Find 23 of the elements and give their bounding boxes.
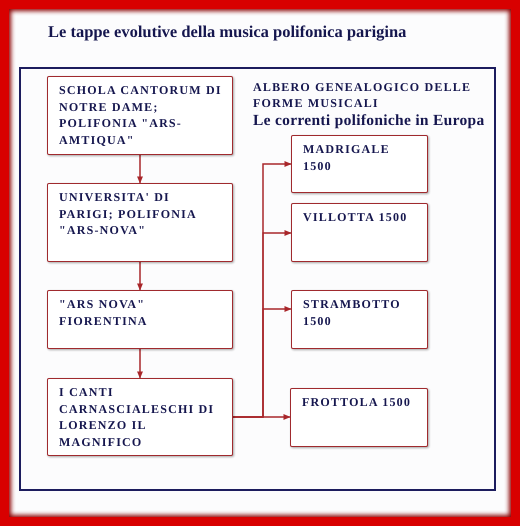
box-label: MADRIGALE 1500	[303, 141, 391, 174]
process-box	[290, 388, 428, 447]
process-box	[291, 203, 428, 262]
box-label: VILLOTTA 1500	[303, 209, 408, 226]
diagram-title: Le tappe evolutive della musica polifonica parigina	[48, 22, 406, 42]
box-label: STRAMBOTTO 1500	[303, 296, 402, 329]
box-label: FROTTOLA 1500	[302, 394, 412, 410]
box-label: I CANTI CARNASCIALESCHI DI LORENZO IL MAGNIFICO	[59, 384, 216, 450]
arrow	[137, 262, 143, 290]
section-subheading: Le correnti polifoniche in Europa	[253, 112, 485, 129]
process-box	[47, 76, 233, 155]
box-label: "ARS NOVA" FIORENTINA	[59, 296, 149, 329]
section-heading: ALBERO GENEALOGICO DELLE FORME MUSICALI	[253, 80, 472, 111]
process-box	[291, 290, 428, 349]
arrow	[137, 349, 143, 378]
arrow	[137, 155, 143, 184]
process-box	[291, 135, 428, 193]
process-box	[47, 183, 233, 262]
arrow	[233, 414, 290, 420]
box-label: UNIVERSITA' DI PARIGI; POLIFONIA "ARS-NOVA"	[59, 189, 198, 238]
process-box	[47, 290, 233, 349]
process-box	[47, 378, 233, 456]
box-label: SCHOLA CANTORUM DI NOTRE DAME; POLIFONIA "ARS-AMTIQUA"	[59, 82, 223, 148]
